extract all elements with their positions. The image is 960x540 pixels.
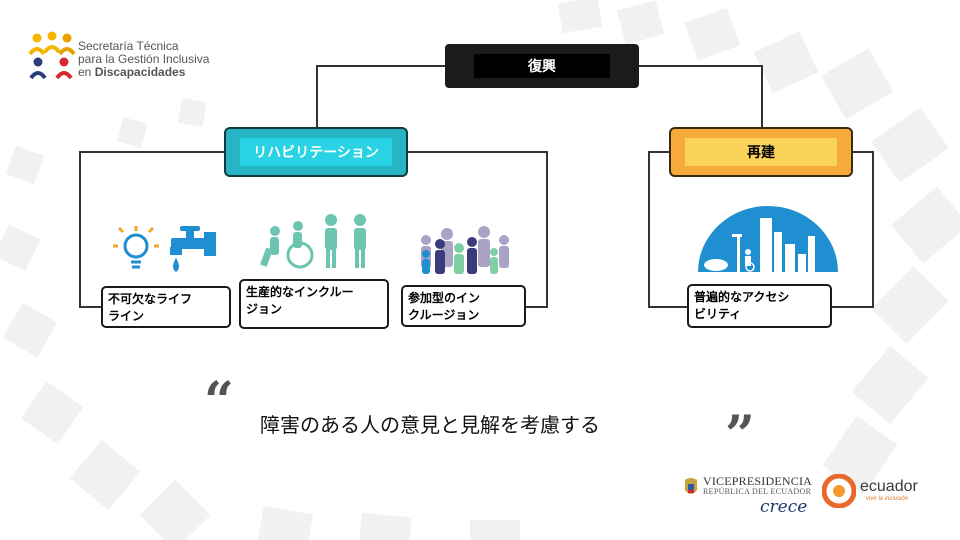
vicepresidencia-title: VICEPRESIDENCIA [703, 474, 813, 488]
light-rays-icon [113, 226, 159, 248]
connector-rehab-left [79, 151, 224, 308]
ecuador-brand-icon [822, 474, 856, 508]
quote-close-mark: ” [725, 405, 755, 466]
leaf-universal-accessibility: 普遍的なアクセシ ビリティ [687, 284, 832, 328]
org-line-3: en Discapacidades [78, 66, 209, 79]
leaf-productive-inclusion-line1: 生産的なインクルー [246, 285, 354, 299]
leaf-universal-accessibility-line2: ビリティ [694, 307, 742, 321]
connector-rehab-right [408, 151, 548, 308]
org-line-3-bold: Discapacidades [94, 65, 186, 79]
leaf-participatory-inclusion-line2: クルージョン [408, 308, 480, 322]
org-line-3-prefix: en [78, 65, 95, 79]
connector-root-rebuild [639, 65, 763, 127]
rehabilitation-label: リハビリテーション [240, 138, 392, 166]
leaf-productive-inclusion-line2: ジョン [246, 302, 283, 316]
connector-rebuild-left [648, 151, 687, 308]
leaf-essential-lifelines-line1: 不可欠なライフ [108, 292, 193, 306]
root-node: 復興 [445, 44, 639, 88]
org-line-1: Secretaría Técnica [78, 39, 179, 53]
root-label: 復興 [474, 54, 610, 78]
ecuador-coat-of-arms-icon [685, 478, 697, 494]
leaf-universal-accessibility-line1: 普遍的なアクセシ [694, 290, 790, 304]
ecuador-logo-text: ecuador [860, 478, 918, 495]
rehabilitation-node: リハビリテーション [224, 127, 408, 177]
vicepresidencia-subtitle: REPÚBLICA DEL ECUADOR [703, 487, 812, 496]
accessible-city-icon [698, 206, 838, 272]
rebuild-node: 再建 [669, 127, 853, 177]
quote-text: 障害のある人の意見と見解を考慮する [260, 413, 600, 437]
connector-rebuild-right [832, 151, 874, 308]
rebuild-label: 再建 [685, 138, 837, 166]
secretaria-logo-icon [28, 31, 76, 80]
leaf-participatory-inclusion: 参加型のイン クルージョン [401, 285, 526, 327]
ecuador-logo-subtitle: vivir la inclusión [866, 496, 909, 502]
leaf-essential-lifelines-line2: ライン [108, 309, 145, 323]
crece-logo-text: crece [760, 497, 808, 517]
crowd-icon [421, 226, 509, 274]
leaf-participatory-inclusion-line1: 参加型のイン [408, 291, 481, 305]
quote-open-mark: “ [204, 371, 234, 432]
leaf-productive-inclusion: 生産的なインクルー ジョン [239, 279, 389, 329]
org-name: Secretaría Técnica para la Gestión Inclu… [78, 40, 209, 79]
lightbulb-icon [123, 233, 149, 269]
water-tap-icon [170, 226, 216, 272]
leaf-essential-lifelines: 不可欠なライフ ライン [101, 286, 231, 328]
wheelchair-people-icon [260, 214, 366, 269]
org-line-2: para la Gestión Inclusiva [78, 52, 210, 66]
connector-root-rehab [316, 65, 445, 127]
